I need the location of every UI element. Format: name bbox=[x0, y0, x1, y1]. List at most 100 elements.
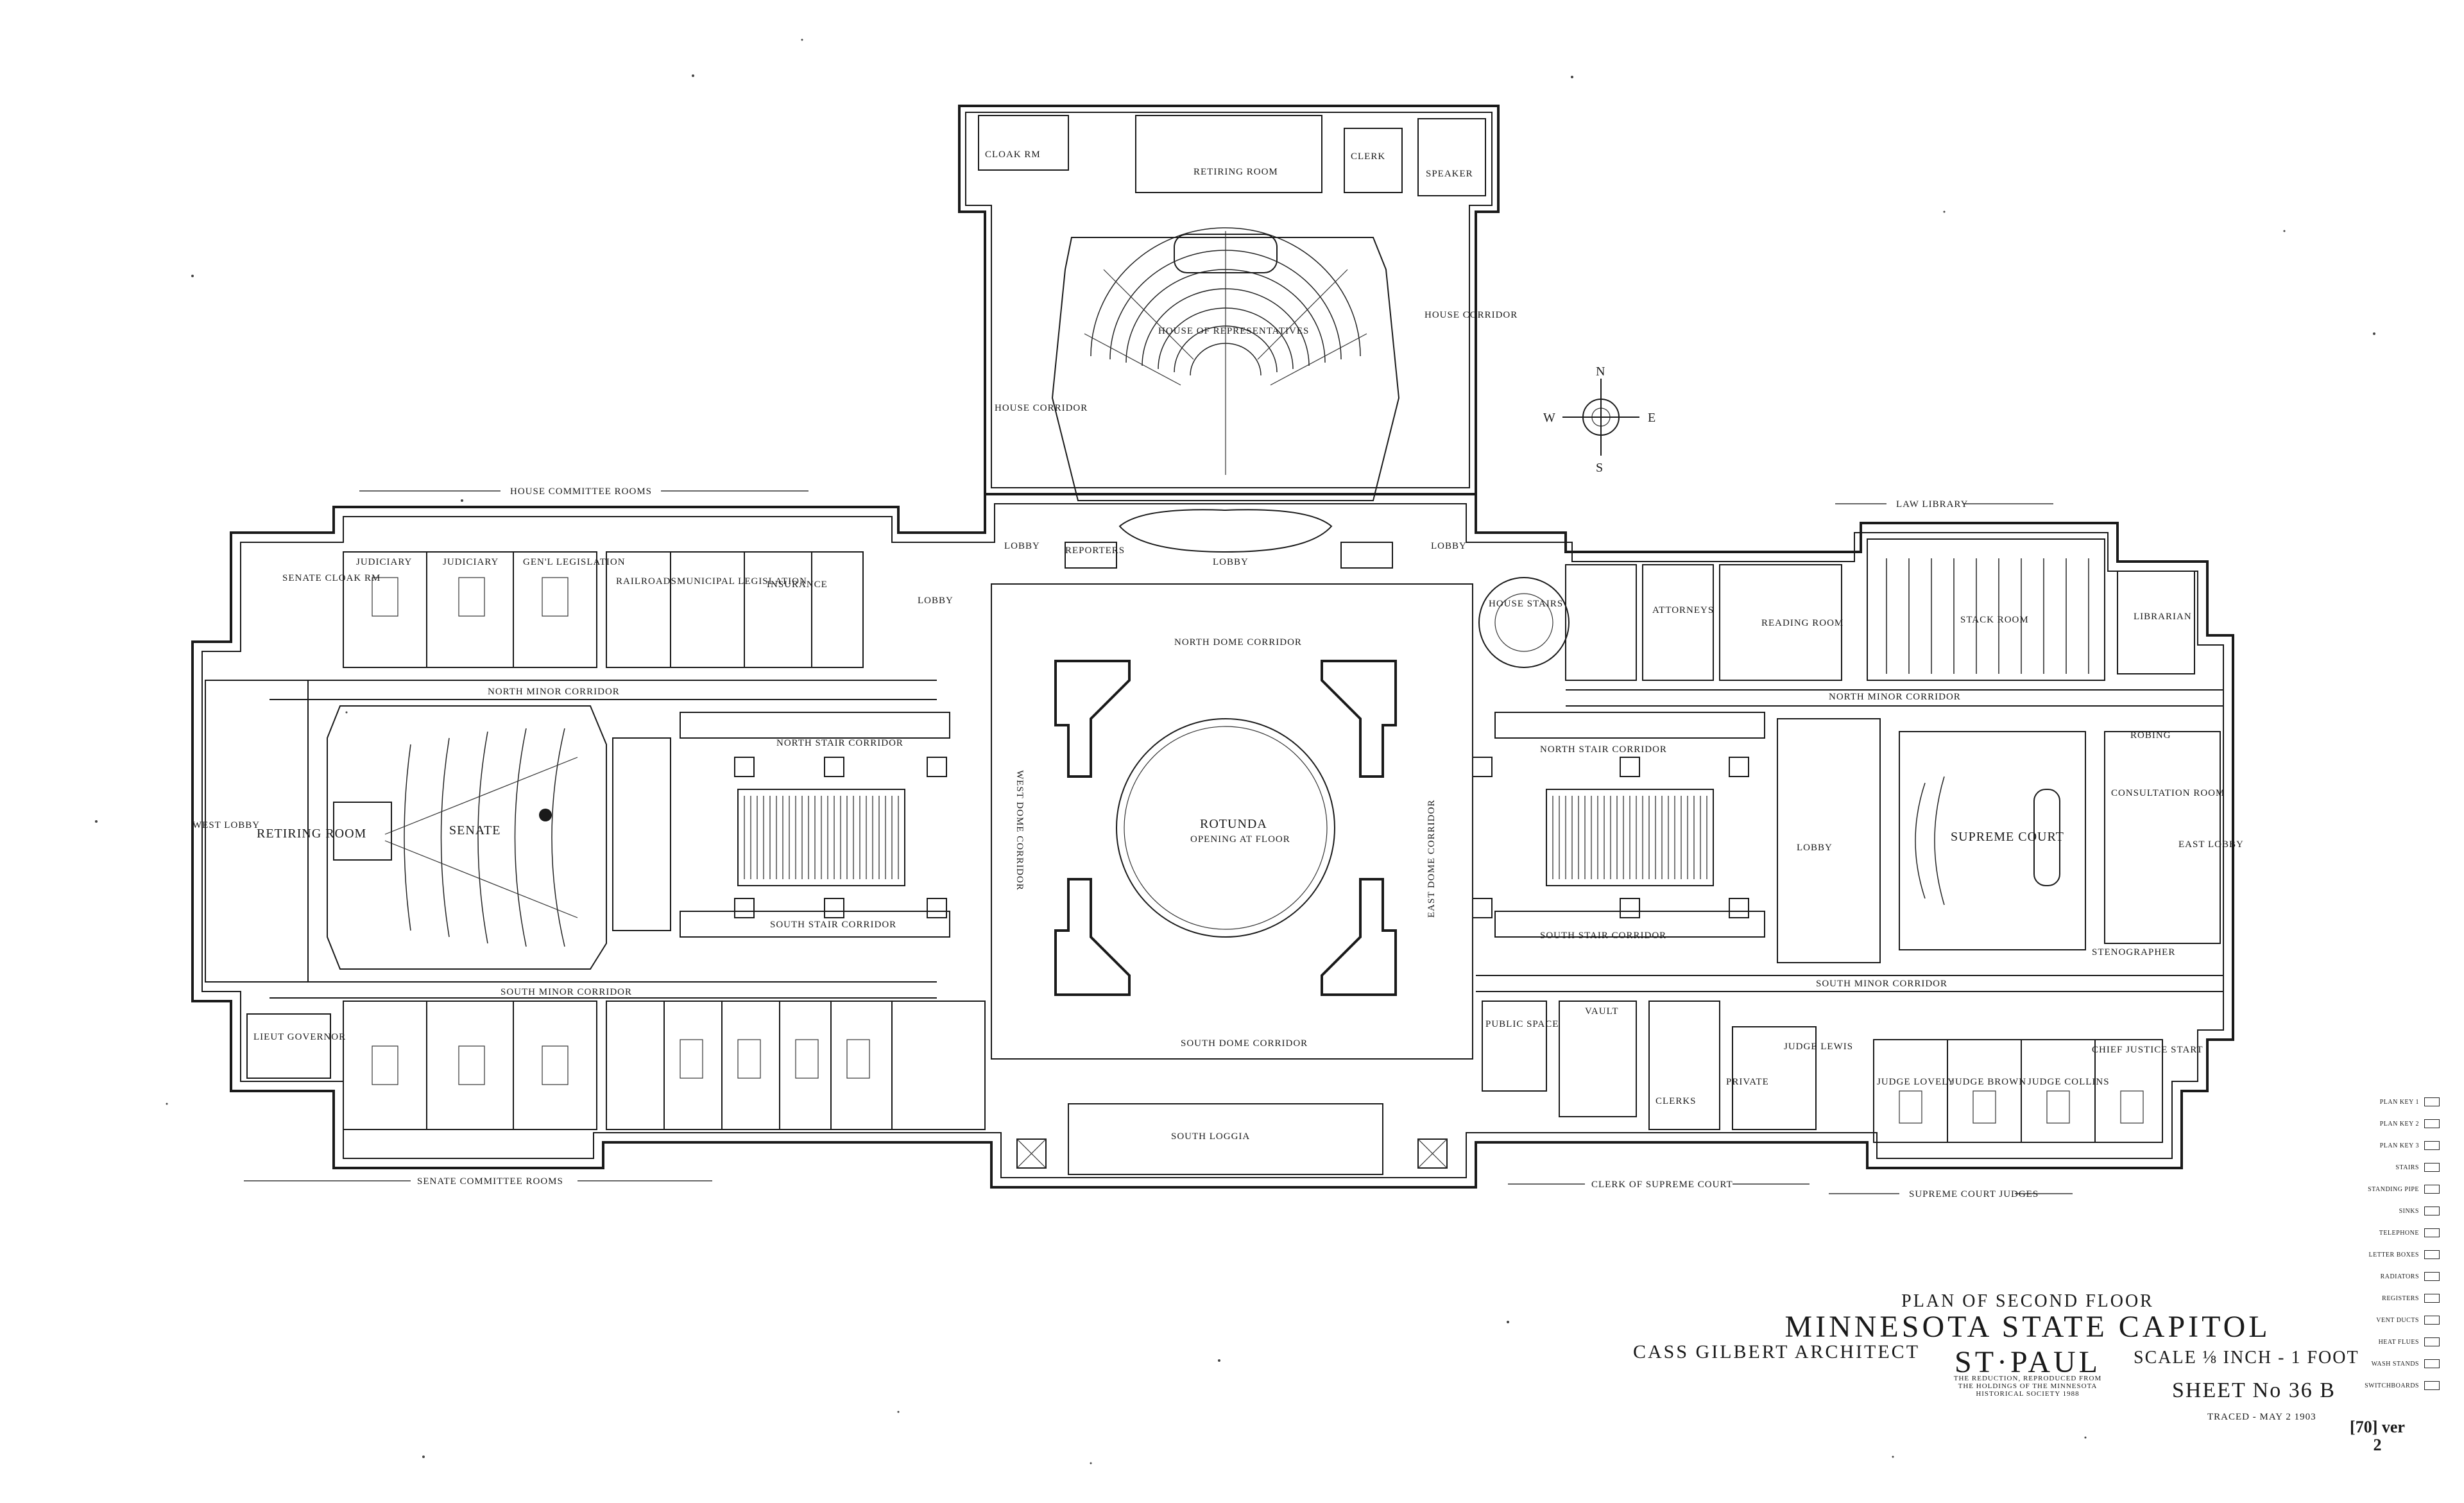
legend-row: WASH STANDS bbox=[2350, 1353, 2440, 1375]
compass-s: S bbox=[1596, 461, 1604, 475]
label-lobby-east: LOBBY bbox=[1797, 843, 1833, 853]
label-supreme-court: SUPREME COURT bbox=[1951, 830, 2064, 844]
label-librarian: LIBRARIAN bbox=[2134, 612, 2192, 622]
label-north-minor-corridor-e: NORTH MINOR CORRIDOR bbox=[1829, 692, 1961, 702]
legend-swatch bbox=[2424, 1228, 2440, 1237]
legend-swatch bbox=[2424, 1097, 2440, 1106]
label-gen-legislation: GEN'L LEGISLATION bbox=[523, 557, 626, 567]
label-north-stair-corridor-e: NORTH STAIR CORRIDOR bbox=[1540, 744, 1667, 755]
label-chief-justice: CHIEF JUSTICE START bbox=[2092, 1045, 2203, 1055]
label-judge-collins: JUDGE COLLINS bbox=[2028, 1077, 2110, 1087]
label-house-committee-rooms: HOUSE COMMITTEE ROOMS bbox=[510, 486, 652, 497]
label-south-stair-corridor-w: SOUTH STAIR CORRIDOR bbox=[770, 920, 896, 930]
label-speaker: SPEAKER bbox=[1426, 169, 1473, 179]
label-reading-room: READING ROOM bbox=[1761, 618, 1844, 628]
label-rotunda-sub: OPENING AT FLOOR bbox=[1190, 834, 1290, 845]
label-south-loggia: SOUTH LOGGIA bbox=[1171, 1131, 1250, 1142]
label-robing: ROBING bbox=[2130, 730, 2171, 741]
legend-label: REGISTERS bbox=[2382, 1294, 2419, 1302]
label-lobby-north: LOBBY bbox=[1213, 557, 1249, 567]
west-committee-rooms bbox=[246, 551, 986, 1130]
legend-row: REGISTERS bbox=[2350, 1287, 2440, 1309]
legend-swatch bbox=[2424, 1163, 2440, 1172]
label-judiciary-1: JUDICIARY bbox=[356, 557, 412, 567]
house-seating bbox=[1084, 227, 1367, 475]
sheet-title-line2: MINNESOTA STATE CAPITOL ST·PAUL bbox=[1784, 1310, 2271, 1379]
label-east-dome-corridor: EAST DOME CORRIDOR bbox=[1426, 800, 1437, 918]
label-cloak-rm: CLOAK RM bbox=[985, 150, 1041, 160]
label-clerk: CLERK bbox=[1351, 151, 1385, 162]
label-insurance: INSURANCE bbox=[767, 580, 828, 590]
legend-swatch bbox=[2424, 1185, 2440, 1194]
label-attorneys: ATTORNEYS bbox=[1652, 605, 1714, 615]
west-grand-stair bbox=[680, 712, 950, 938]
legend-row: TELEPHONE bbox=[2350, 1222, 2440, 1244]
label-east-lobby: EAST LOBBY bbox=[2178, 839, 2244, 850]
label-supreme-court-judges: SUPREME COURT JUDGES bbox=[1909, 1189, 2039, 1199]
label-retiring-room-west: RETIRING ROOM bbox=[257, 827, 366, 841]
legend-row: LETTER BOXES bbox=[2350, 1244, 2440, 1266]
label-municipal-legislation: MUNICIPAL LEGISLATION bbox=[677, 576, 807, 587]
legend-swatch bbox=[2424, 1250, 2440, 1259]
main-building-outline bbox=[191, 493, 2234, 1189]
label-lobby-nw: LOBBY bbox=[1004, 541, 1040, 551]
legend-label: PLAN KEY 2 bbox=[2379, 1120, 2419, 1128]
legend-label: TELEPHONE bbox=[2379, 1229, 2419, 1237]
label-lieut-governor: LIEUT GOVERNOR bbox=[253, 1032, 346, 1042]
label-public-space: PUBLIC SPACE bbox=[1485, 1019, 1559, 1029]
label-house-corridor-w: HOUSE CORRIDOR bbox=[995, 403, 1088, 413]
legend-row: PLAN KEY 3 bbox=[2350, 1135, 2440, 1156]
label-clerks: CLERKS bbox=[1656, 1096, 1697, 1106]
label-south-minor-corridor-e: SOUTH MINOR CORRIDOR bbox=[1816, 979, 1947, 989]
legend-label: LETTER BOXES bbox=[2368, 1251, 2419, 1258]
label-house-of-representatives: HOUSE OF REPRESENTATIVES bbox=[1158, 326, 1309, 336]
label-vault: VAULT bbox=[1585, 1006, 1619, 1017]
north-house-wing bbox=[958, 105, 1500, 569]
label-senate: SENATE bbox=[449, 823, 501, 837]
reproduction-note: THE REDUCTION, REPRODUCED FROM THE HOLDI… bbox=[1953, 1375, 2102, 1398]
architect-credit: CASS GILBERT ARCHITECT bbox=[1633, 1341, 1921, 1362]
label-law-library: LAW LIBRARY bbox=[1896, 499, 1968, 510]
legend-row: STANDING PIPE bbox=[2350, 1178, 2440, 1200]
label-lobby-ne: LOBBY bbox=[1431, 541, 1467, 551]
label-judge-lovely: JUDGE LOVELY bbox=[1877, 1077, 1955, 1087]
label-senate-committee-rooms: SENATE COMMITTEE ROOMS bbox=[417, 1176, 563, 1187]
legend-swatch bbox=[2424, 1316, 2440, 1325]
sheet-number: SHEET No 36 B bbox=[2172, 1378, 2336, 1402]
label-reporters: REPORTERS bbox=[1065, 545, 1125, 556]
label-north-minor-corridor: NORTH MINOR CORRIDOR bbox=[488, 687, 620, 697]
legend-label: PLAN KEY 3 bbox=[2379, 1142, 2419, 1149]
legend-swatch bbox=[2424, 1207, 2440, 1215]
label-stack-room: STACK ROOM bbox=[1960, 615, 2029, 625]
legend-row: RADIATORS bbox=[2350, 1266, 2440, 1287]
label-consultation-room: CONSULTATION ROOM bbox=[2111, 788, 2225, 798]
legend-label: HEAT FLUES bbox=[2378, 1338, 2419, 1346]
label-retiring-room-north: RETIRING ROOM bbox=[1194, 167, 1278, 177]
label-house-stairs: HOUSE STAIRS bbox=[1489, 599, 1563, 609]
legend-label: SINKS bbox=[2399, 1207, 2419, 1215]
label-north-dome-corridor: NORTH DOME CORRIDOR bbox=[1174, 637, 1302, 648]
label-railroads: RAILROADS bbox=[616, 576, 677, 587]
paper-specks bbox=[95, 39, 2375, 1464]
senate-chamber bbox=[205, 680, 671, 983]
legend-swatch bbox=[2424, 1141, 2440, 1150]
east-grand-stair bbox=[1472, 712, 1765, 938]
handwritten-sheet-note: [70] ver 2 bbox=[2350, 1418, 2405, 1454]
legend-swatch bbox=[2424, 1272, 2440, 1281]
rotunda bbox=[991, 583, 1473, 1175]
label-stenographer: STENOGRAPHER bbox=[2092, 947, 2175, 958]
legend-row: PLAN KEY 2 bbox=[2350, 1113, 2440, 1135]
compass-n: N bbox=[1596, 365, 1605, 379]
legend-row: SWITCHBOARDS bbox=[2350, 1375, 2440, 1396]
label-west-dome-corridor: WEST DOME CORRIDOR bbox=[1014, 770, 1025, 891]
legend-row: HEAT FLUES bbox=[2350, 1331, 2440, 1353]
sheet-title-line1: PLAN OF SECOND FLOOR bbox=[1901, 1291, 2154, 1311]
label-house-corridor-e: HOUSE CORRIDOR bbox=[1425, 310, 1518, 320]
legend-swatch bbox=[2424, 1294, 2440, 1303]
compass-rose bbox=[1562, 379, 1639, 456]
label-west-lobby: WEST LOBBY bbox=[193, 820, 260, 830]
legend-swatch bbox=[2424, 1119, 2440, 1128]
legend-swatch bbox=[2424, 1337, 2440, 1346]
legend-row: PLAN KEY 1 bbox=[2350, 1091, 2440, 1113]
compass-w: W bbox=[1543, 411, 1556, 425]
